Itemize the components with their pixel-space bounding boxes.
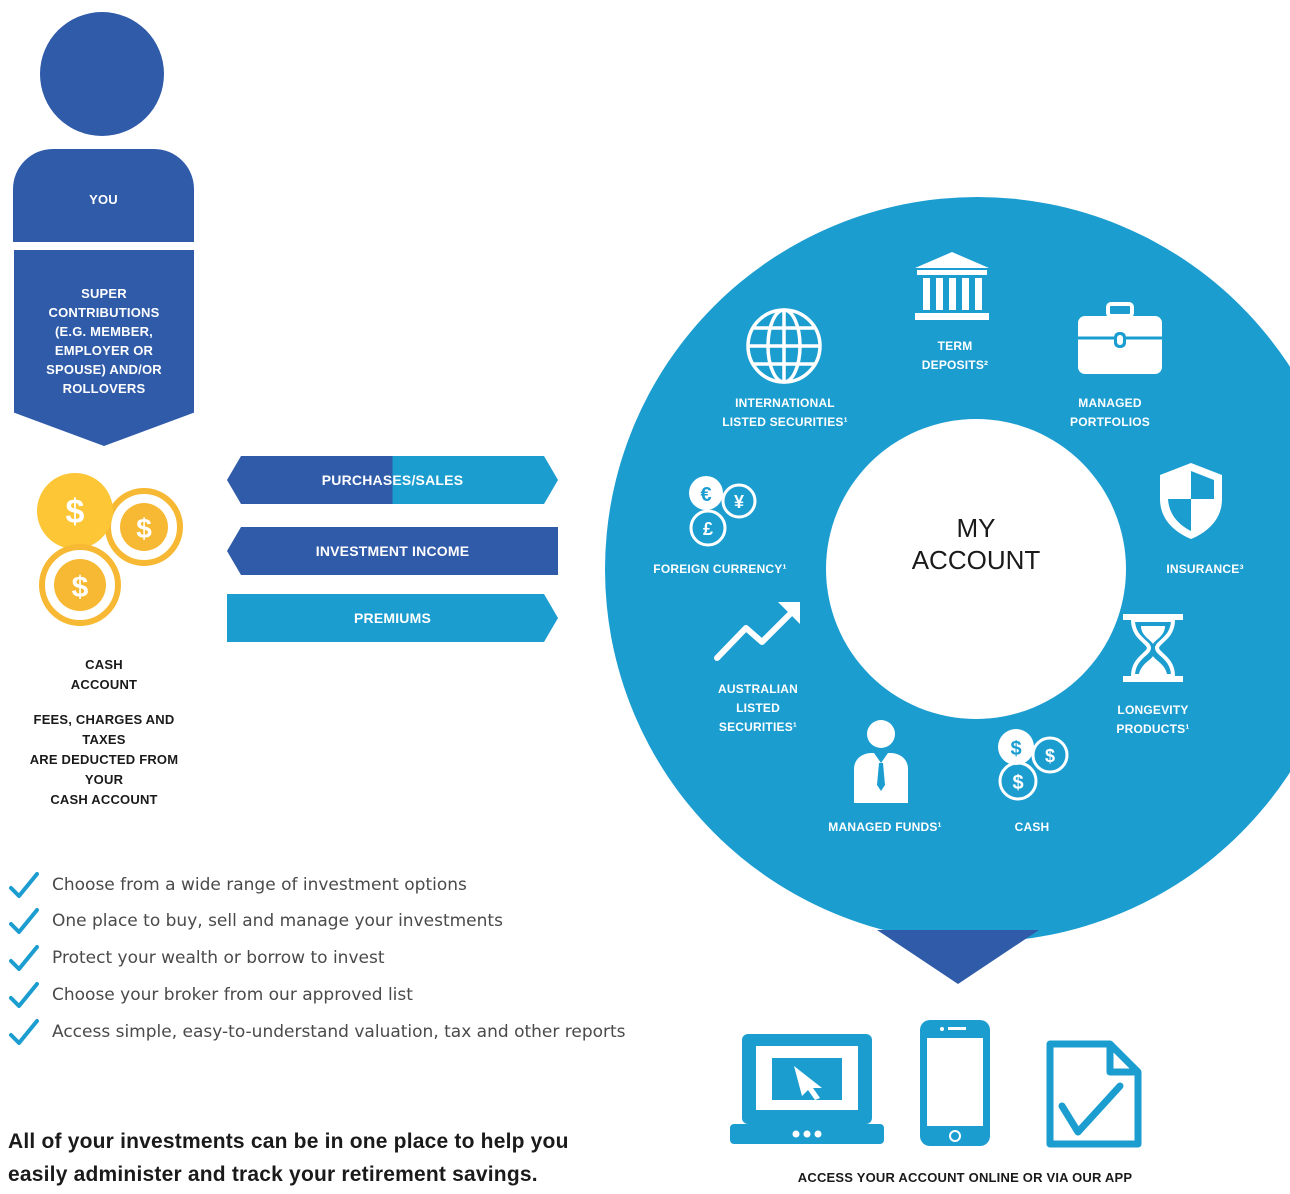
investment-income-label: INVESTMENT INCOME — [315, 543, 470, 559]
managed-funds-label: MANAGED FUNDS¹ — [810, 818, 960, 837]
benefit-text: Choose from a wide range of investment o… — [52, 875, 467, 895]
pound-symbol: £ — [703, 519, 713, 539]
my-account-line2: ACCOUNT — [911, 545, 1041, 575]
benefit-item: Access simple, easy-to-understand valuat… — [9, 1017, 626, 1047]
currency-icon: ¥ € £ — [689, 476, 757, 547]
fees-line2: ARE DEDUCTED FROM YOUR — [29, 752, 179, 787]
fees-line1: FEES, CHARGES AND TAXES — [33, 712, 175, 747]
international-line1: INTERNATIONAL — [735, 396, 835, 410]
contributions-arrow — [14, 250, 194, 446]
term-deposits-line1: TERM — [937, 339, 973, 353]
svg-text:$: $ — [1012, 772, 1023, 794]
cash-account-title: CASH ACCOUNT — [14, 655, 194, 695]
cash-segment-label: CASH — [972, 818, 1092, 837]
contributions-text: SUPER CONTRIBUTIONS (E.G. MEMBER, EMPLOY… — [46, 286, 162, 396]
checkmark-icon — [9, 872, 39, 898]
cash-coins-icon: $ $ $ — [37, 473, 183, 626]
benefit-text: Protect your wealth or borrow to invest — [52, 948, 385, 968]
access-account-label: ACCESS YOUR ACCOUNT ONLINE OR VIA OUR AP… — [797, 1170, 1133, 1185]
benefit-item: Choose from a wide range of investment o… — [9, 870, 467, 900]
euro-symbol: € — [700, 484, 711, 506]
person-label: YOU — [89, 192, 118, 207]
premiums-label: PREMIUMS — [353, 610, 432, 626]
checkmark-icon — [9, 908, 39, 934]
phone-icon — [920, 1020, 990, 1146]
foreign-currency-label: FOREIGN CURRENCY¹ — [640, 560, 800, 579]
svg-text:$: $ — [136, 513, 152, 544]
insurance-line1: INSURANCE³ — [1166, 562, 1244, 576]
summary-text: All of your investments can be in one pl… — [8, 1125, 668, 1191]
cash-title-line2: ACCOUNT — [70, 677, 138, 692]
summary-line2: easily administer and track your retirem… — [8, 1163, 538, 1186]
australian-line3: SECURITIES¹ — [718, 720, 798, 734]
international-label: INTERNATIONAL LISTED SECURITIES¹ — [695, 394, 875, 432]
checkmark-icon — [9, 1019, 39, 1045]
person-head — [40, 12, 164, 136]
cash-segment-line1: CASH — [1014, 820, 1050, 834]
bank-icon — [915, 252, 989, 320]
longevity-label: LONGEVITY PRODUCTS¹ — [1083, 701, 1223, 739]
cash-title-line1: CASH — [85, 657, 123, 672]
checkmark-icon — [9, 982, 39, 1008]
australian-line1: AUSTRALIAN — [718, 682, 798, 696]
my-account-line1: MY — [956, 513, 996, 543]
svg-text:$: $ — [72, 571, 89, 604]
investment-income-arrow: INVESTMENT INCOME — [227, 527, 558, 575]
benefit-text: Choose your broker from our approved lis… — [52, 985, 413, 1005]
fees-note: FEES, CHARGES AND TAXES ARE DEDUCTED FRO… — [14, 710, 194, 810]
purchases-sales-label: PURCHASES/SALES — [321, 472, 464, 488]
managed-portfolios-line1: MANAGED — [1078, 396, 1142, 410]
managed-portfolios-line2: PORTFOLIOS — [1070, 415, 1150, 429]
person-icon — [854, 720, 908, 803]
contributions-label: SUPER CONTRIBUTIONS (E.G. MEMBER, EMPLOY… — [14, 284, 194, 398]
briefcase-icon — [1078, 302, 1162, 374]
benefit-item: Protect your wealth or borrow to invest — [9, 943, 385, 973]
managed-portfolios-label: MANAGED PORTFOLIOS — [1040, 394, 1180, 432]
svg-text:$: $ — [1010, 738, 1021, 760]
benefit-text: One place to buy, sell and manage your i… — [52, 911, 503, 931]
down-arrow — [877, 930, 1039, 984]
insurance-label: INSURANCE³ — [1135, 560, 1275, 579]
benefit-text: Access simple, easy-to-understand valuat… — [52, 1022, 626, 1042]
svg-text:$: $ — [66, 493, 85, 531]
trend-up-icon — [714, 602, 800, 661]
international-line2: LISTED SECURITIES¹ — [722, 415, 848, 429]
coins-icon: $ $ $ — [998, 729, 1069, 801]
globe-icon — [746, 308, 822, 384]
australian-line2: LISTED — [736, 701, 780, 715]
person-body: YOU — [13, 149, 194, 242]
my-account-label: MY ACCOUNT — [826, 512, 1126, 576]
term-deposits-label: TERM DEPOSITS² — [880, 337, 1030, 375]
fees-line3: CASH ACCOUNT — [50, 792, 158, 807]
australian-label: AUSTRALIAN LISTED SECURITIES¹ — [688, 680, 828, 737]
longevity-line1: LONGEVITY — [1117, 703, 1189, 717]
benefit-item: Choose your broker from our approved lis… — [9, 980, 413, 1010]
managed-funds-line1: MANAGED FUNDS¹ — [828, 820, 942, 834]
benefit-item: One place to buy, sell and manage your i… — [9, 906, 503, 936]
checkmark-icon — [9, 945, 39, 971]
shield-icon — [1160, 463, 1222, 539]
document-check-icon — [1046, 1040, 1142, 1148]
foreign-currency-line1: FOREIGN CURRENCY¹ — [653, 562, 787, 576]
laptop-icon — [730, 1034, 884, 1144]
hourglass-icon — [1123, 614, 1183, 682]
account-center — [826, 419, 1126, 719]
premiums-arrow: PREMIUMS — [227, 594, 558, 642]
svg-text:$: $ — [1045, 746, 1055, 766]
term-deposits-line2: DEPOSITS² — [921, 358, 989, 372]
purchases-sales-arrow: PURCHASES/SALES — [227, 456, 558, 504]
summary-line1: All of your investments can be in one pl… — [8, 1130, 569, 1153]
yen-symbol: ¥ — [734, 492, 744, 512]
longevity-line2: PRODUCTS¹ — [1116, 722, 1190, 736]
